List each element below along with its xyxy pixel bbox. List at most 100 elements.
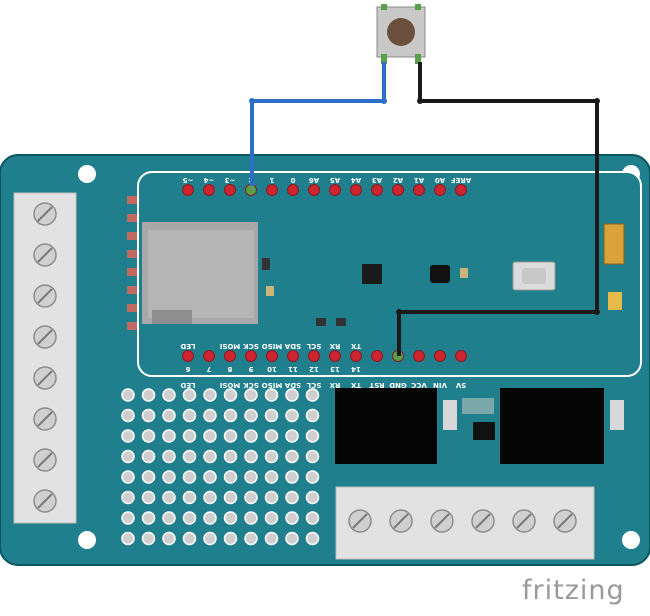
proto-hole: [223, 388, 238, 402]
top-header-pin: [245, 184, 257, 196]
bottom-header-number: 6: [185, 365, 190, 373]
bottom-header-lower-label: LED: [180, 381, 195, 389]
top-header-pin: [203, 184, 215, 196]
top-header-label: ~4: [204, 176, 215, 184]
top-header-label: ~5: [183, 176, 194, 184]
proto-hole: [305, 388, 320, 402]
proto-hole: [244, 470, 258, 484]
top-header-pin: [182, 184, 194, 196]
proto-hole: [141, 531, 156, 546]
proto-hole: [264, 531, 279, 546]
relay-2: [500, 388, 604, 464]
proto-hole: [162, 429, 176, 443]
terminal-screw-slot: [475, 513, 491, 529]
terminal-screw-slot: [37, 452, 53, 468]
bottom-header-upper-label: TX: [350, 342, 361, 350]
capacitor: [603, 223, 625, 265]
bottom-header-number: 11: [288, 365, 298, 373]
bottom-header-lower-label: MISO: [262, 381, 283, 389]
proto-hole: [162, 449, 176, 464]
bottom-header-number: 9: [248, 365, 253, 373]
blue-wire: [250, 62, 386, 186]
nano-module: [137, 171, 642, 377]
bottom-header-pin: [266, 350, 278, 362]
proto-hole: [162, 470, 176, 484]
proto-hole: [162, 531, 176, 546]
bottom-header-lower-label: RX: [329, 381, 340, 389]
top-header-pin: [266, 184, 278, 196]
terminal-screw-slot: [37, 329, 53, 345]
bottom-header-upper-label: MOSI: [220, 342, 241, 350]
terminal-screw-slot: [37, 288, 53, 304]
proto-hole: [162, 511, 176, 525]
proto-hole: [121, 429, 135, 443]
proto-hole: [285, 511, 299, 525]
proto-hole: [223, 408, 238, 423]
proto-hole: [203, 408, 217, 423]
top-header-label: ~3: [225, 176, 236, 184]
bottom-header-lower-label: GND: [389, 381, 407, 389]
proto-hole: [223, 490, 238, 505]
proto-hole: [203, 490, 217, 505]
fritzing-logo: fritzing: [522, 575, 625, 606]
proto-hole: [305, 429, 320, 443]
top-header-pin: [371, 184, 383, 196]
terminal-screw-slot: [37, 493, 53, 509]
bottom-header-upper-label: SCK: [243, 342, 259, 350]
proto-hole: [305, 408, 320, 423]
proto-hole: [121, 511, 135, 525]
terminal-screw-slot: [37, 247, 53, 263]
top-header-label: A2: [393, 176, 403, 184]
terminal-screw-slot: [557, 513, 573, 529]
proto-hole: [285, 408, 299, 423]
terminal-screw-slot: [352, 513, 368, 529]
proto-hole: [305, 490, 320, 505]
proto-hole: [305, 511, 320, 525]
bottom-header-lower-label: RST: [369, 381, 384, 389]
proto-hole: [285, 388, 299, 402]
proto-hole: [203, 470, 217, 484]
proto-hole: [223, 429, 238, 443]
prototype-area: [121, 388, 320, 546]
proto-hole: [264, 429, 279, 443]
top-header-pin: [413, 184, 425, 196]
top-header-label: AREF: [451, 176, 472, 184]
top-header-pin: [392, 184, 404, 196]
proto-hole: [264, 490, 279, 505]
proto-hole: [162, 408, 176, 423]
proto-hole: [264, 408, 279, 423]
left-terminal-block: [13, 192, 77, 524]
bottom-header-upper-label: SCL: [306, 342, 321, 350]
bottom-header-pin: [245, 350, 257, 362]
top-header-label: A1: [414, 176, 424, 184]
proto-hole: [305, 531, 320, 546]
bottom-header-lower-label: 5V: [455, 381, 466, 389]
proto-hole: [285, 470, 299, 484]
proto-hole: [244, 511, 258, 525]
top-header-label: 1: [269, 176, 274, 184]
proto-hole: [203, 511, 217, 525]
top-header-label: A4: [351, 176, 361, 184]
proto-hole: [141, 511, 156, 525]
bottom-header-upper-label: SDA: [284, 342, 301, 350]
terminal-screw-slot: [516, 513, 532, 529]
bottom-terminal-block: [335, 486, 595, 560]
bottom-header-lower-label: MOSI: [220, 381, 241, 389]
proto-hole: [121, 408, 135, 423]
top-header-label: A0: [435, 176, 445, 184]
proto-hole: [244, 449, 258, 464]
bottom-header-lower-label: VIN: [433, 381, 447, 389]
proto-hole: [223, 531, 238, 546]
proto-hole: [223, 511, 238, 525]
top-header-pin: [455, 184, 467, 196]
bottom-header-number: 12: [309, 365, 319, 373]
bottom-header-lower-label: SDA: [284, 381, 301, 389]
led-smd: [608, 292, 622, 310]
sd-card-socket: [127, 196, 258, 330]
proto-hole: [244, 429, 258, 443]
proto-hole: [141, 449, 156, 464]
top-header-pin: [287, 184, 299, 196]
proto-hole: [121, 531, 135, 546]
top-header-pin: [350, 184, 362, 196]
